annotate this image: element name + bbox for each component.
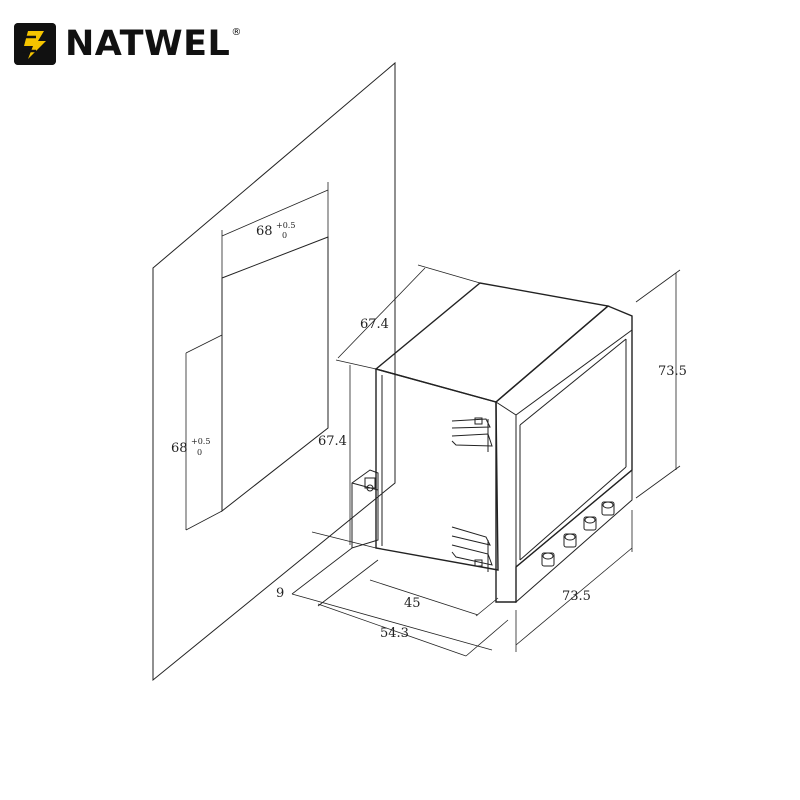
upper-clips [451,417,493,452]
terminal-depth-label: 9 [276,586,284,601]
registered-mark: ® [231,26,242,38]
body-depth-label: 45 [404,596,421,611]
cutout-width-label: 68 [256,224,273,239]
cutout-dimension-lines [185,182,329,531]
cutout-width-tol-upper: +0.5 [276,221,295,230]
housing-dimension-lines [291,264,681,657]
body-height-label: 67.4 [318,434,347,449]
body-width-label: 67.4 [360,317,389,332]
natwel-logo-icon [14,23,56,65]
front-buttons [541,501,615,567]
brand-name: NATWEL [65,24,231,64]
terminal-block [351,469,379,549]
cutout-height-tol-lower: 0 [197,448,202,457]
housing-side [375,368,499,571]
front-height-label: 73.5 [658,364,687,379]
panel-cutout [221,236,329,513]
mounting-panel [152,61,396,682]
cutout-width-tol-lower: 0 [282,231,287,240]
housing-top [374,282,610,403]
cutout-height-tol-upper: +0.5 [191,437,210,446]
brand-header: NATWEL ® [14,22,241,66]
cutout-height-label: 68 [171,441,188,456]
dimension-labels: 68 +0.5 0 68 +0.5 0 67.4 67.4 73.5 73.5 … [171,221,687,641]
front-width-label: 73.5 [562,589,591,604]
lower-clips [451,526,493,572]
panel-outline [152,61,396,682]
meter-housing [374,282,633,604]
total-depth-label: 54.3 [380,626,409,641]
